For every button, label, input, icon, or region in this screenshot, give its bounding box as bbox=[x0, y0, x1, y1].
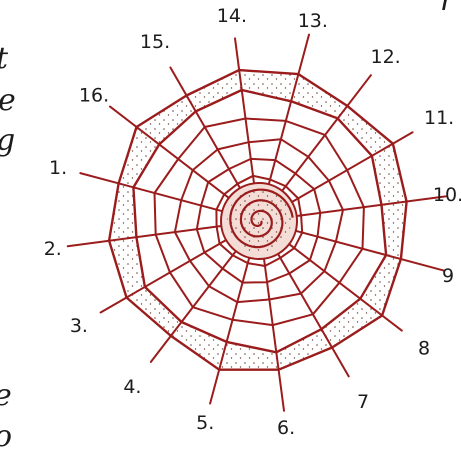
spoke-label-9: 9 bbox=[442, 265, 454, 287]
web-spoke bbox=[296, 231, 445, 271]
spoke-label-2: 2. bbox=[44, 238, 62, 260]
spoke-label-11: 11. bbox=[424, 107, 454, 129]
spoke-label-12: 12. bbox=[370, 46, 400, 68]
spoke-label-8: 8 bbox=[418, 338, 430, 360]
spoke-label-4: 4. bbox=[123, 376, 141, 398]
svg-text:t: t bbox=[0, 41, 9, 76]
spoke-label-3: 3. bbox=[70, 315, 88, 337]
spider-web bbox=[68, 35, 446, 411]
svg-text:o: o bbox=[0, 419, 12, 450]
spoke-label-10: 10. bbox=[433, 184, 461, 206]
spoke-label-14: 14. bbox=[217, 5, 247, 27]
spoke-label-15: 15. bbox=[140, 31, 170, 53]
spoke-label-5: 5. bbox=[196, 412, 214, 434]
spoke-label-13: 13. bbox=[298, 10, 328, 32]
web-spoke bbox=[210, 258, 249, 404]
spoke-label-16: 16. bbox=[79, 84, 109, 106]
web-spoke bbox=[80, 173, 222, 211]
svg-text:g: g bbox=[0, 123, 15, 158]
svg-text:e: e bbox=[0, 83, 16, 118]
spoke-label-7: 7 bbox=[357, 391, 369, 413]
spoke-label-1: 1. bbox=[49, 157, 67, 179]
spoke-label-6: 6. bbox=[277, 417, 295, 439]
svg-text:e: e bbox=[0, 378, 12, 413]
web-spoke bbox=[269, 35, 309, 185]
web-spoke bbox=[264, 259, 284, 411]
svg-text:r: r bbox=[440, 0, 456, 18]
